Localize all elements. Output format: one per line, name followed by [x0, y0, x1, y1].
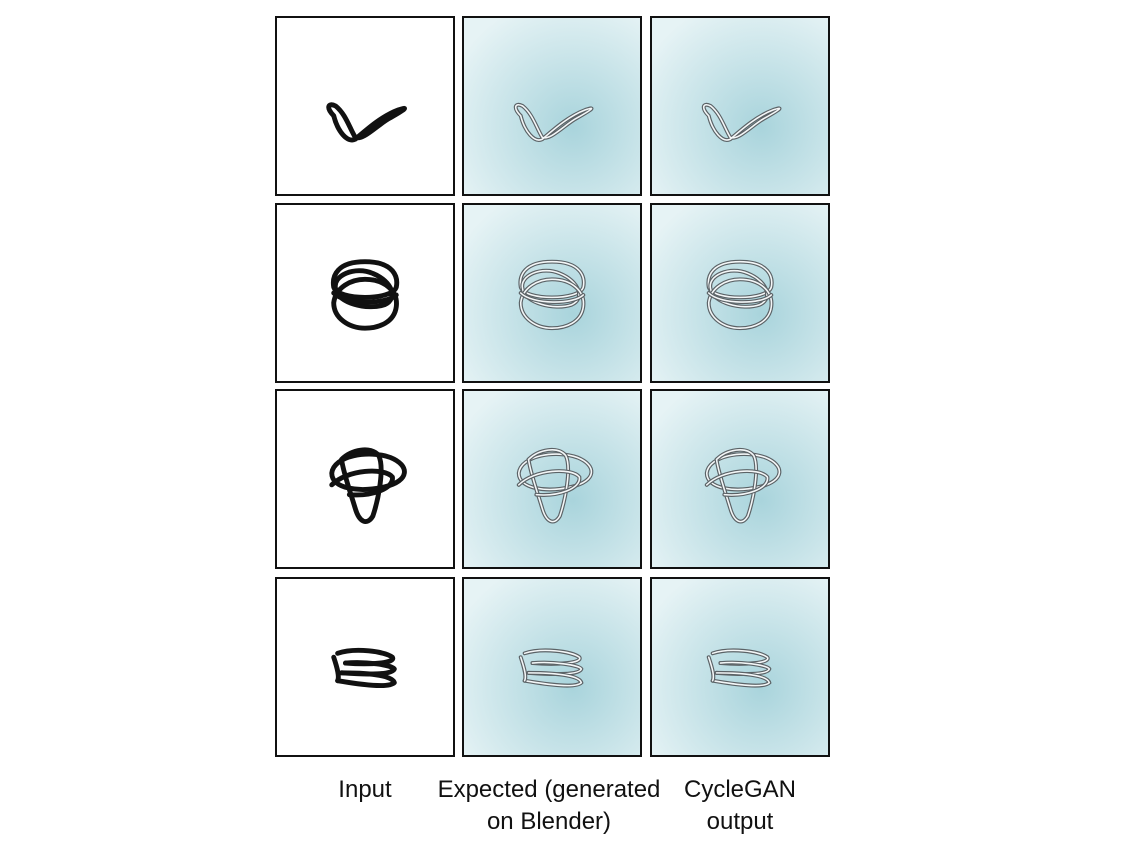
metal-tube-highlight — [527, 449, 569, 523]
image-tile — [462, 16, 642, 196]
knot-drawing — [277, 579, 453, 755]
tile-background — [464, 205, 640, 381]
metal-tube-highlight — [707, 656, 715, 682]
tile-background — [277, 205, 453, 381]
metal-tube-highlight — [707, 260, 773, 299]
tile-background — [652, 205, 828, 381]
column-label-cyclegan: CycleGAN output — [683, 776, 797, 835]
tile-background — [652, 579, 828, 755]
knot-drawing — [652, 579, 828, 755]
tile-background — [277, 391, 453, 567]
metal-tube-highlight — [515, 103, 593, 141]
metal-tube-highlight — [517, 470, 581, 496]
image-tile — [650, 203, 830, 383]
knot-drawing — [277, 391, 453, 567]
metal-tube-highlight — [711, 672, 771, 687]
ink-stroke — [339, 447, 384, 524]
metal-tube-highlight — [705, 470, 769, 496]
column-label-input: Input — [338, 776, 392, 803]
image-tile — [275, 577, 455, 757]
metal-tube-highlight — [715, 449, 757, 523]
ink-stroke — [326, 102, 407, 143]
image-tile — [462, 389, 642, 569]
tile-background — [464, 18, 640, 194]
knot-drawing — [464, 391, 640, 567]
image-tile — [275, 389, 455, 569]
metal-tube-highlight — [519, 656, 527, 682]
knot-drawing — [464, 205, 640, 381]
metal-tube-highlight — [523, 672, 583, 687]
image-tile — [650, 577, 830, 757]
tile-background — [464, 391, 640, 567]
metal-tube-highlight — [707, 278, 773, 329]
knot-drawing — [652, 391, 828, 567]
image-tile — [275, 203, 455, 383]
image-tile — [462, 577, 642, 757]
knot-drawing — [464, 18, 640, 194]
ink-stroke — [329, 468, 395, 498]
ink-stroke — [330, 259, 400, 300]
metal-tube-highlight — [703, 103, 781, 141]
tile-background — [652, 391, 828, 567]
metal-tube-highlight — [519, 278, 585, 329]
tile-background — [277, 18, 453, 194]
ink-stroke — [331, 276, 399, 331]
tile-background — [277, 579, 453, 755]
tile-background — [464, 579, 640, 755]
knot-drawing — [277, 18, 453, 194]
metal-tube-highlight — [519, 260, 585, 299]
knot-drawing — [277, 205, 453, 381]
image-tile — [275, 16, 455, 196]
image-tile — [650, 389, 830, 569]
ink-stroke — [331, 290, 399, 305]
image-tile — [462, 203, 642, 383]
ink-stroke — [331, 654, 341, 684]
knot-drawing — [652, 18, 828, 194]
knot-drawing — [464, 579, 640, 755]
tile-background — [652, 18, 828, 194]
metal-tube-highlight — [519, 292, 585, 303]
ink-stroke — [335, 670, 397, 689]
image-tile — [650, 16, 830, 196]
knot-drawing — [652, 205, 828, 381]
column-label-expected: Expected (generated on Blender) — [437, 776, 661, 835]
metal-tube-highlight — [707, 292, 773, 303]
